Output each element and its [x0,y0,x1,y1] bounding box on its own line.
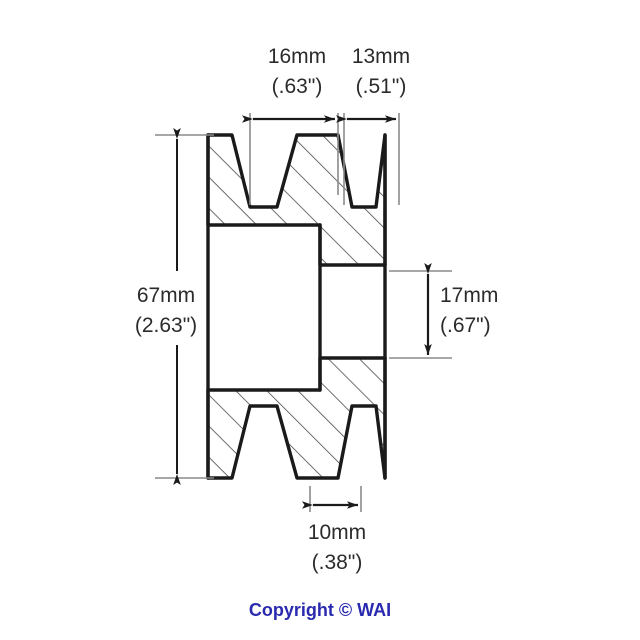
pulley-body-upper [206,133,387,267]
dimension-label-10mm-mm: 10mm [307,521,367,544]
top-dimension-group [242,113,400,205]
dimension-label-17mm-mm: 17mm [440,284,499,307]
right-dimension-group [389,263,452,359]
dimension-label-13mm-mm: 13mm [351,45,411,68]
left-dimension-group [155,128,214,485]
dimension-label-13mm: 13mm (.51") [341,42,421,102]
dimension-label-13mm-inch: (.51") [355,75,407,98]
dimension-label-67mm-mm: 67mm [136,284,196,307]
dimension-label-67mm: 67mm (2.63") [126,281,206,341]
dimension-label-16mm: 16mm (.63") [252,42,342,102]
dimension-label-16mm-mm: 16mm [267,45,327,68]
dimension-label-17mm-inch: (.67") [440,314,491,337]
pulley-bore-outline [206,133,387,480]
dimension-label-16mm-inch: (.63") [271,75,323,98]
dimension-label-10mm: 10mm (.38") [292,518,382,578]
dimension-label-17mm: 17mm (.67") [440,281,530,341]
bottom-dimension-group [302,486,362,512]
dimension-label-10mm-inch: (.38") [311,551,363,574]
copyright-notice: Copyright © WAI [248,600,392,620]
dimension-label-67mm-inch: (2.63") [134,314,198,337]
pulley-body-lower [206,356,387,480]
